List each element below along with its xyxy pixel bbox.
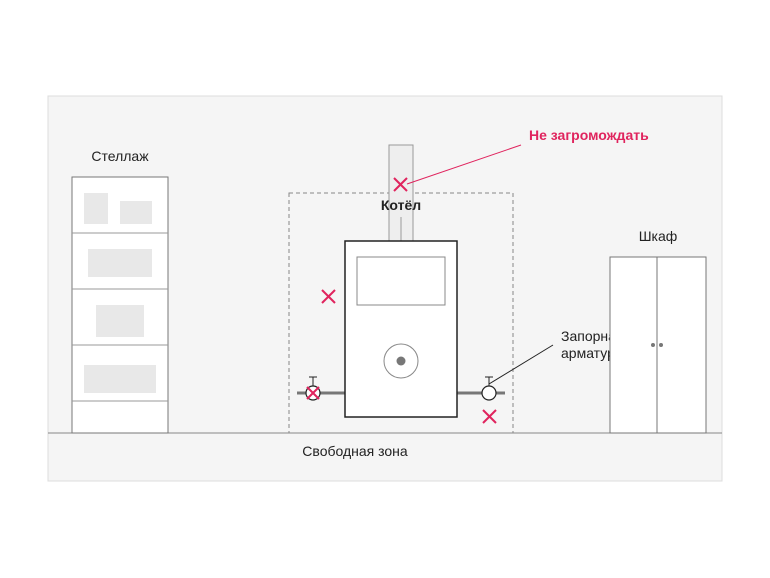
boiler-display xyxy=(356,256,446,306)
cross-icon xyxy=(482,409,497,424)
cabinet-label: Шкаф xyxy=(639,228,678,244)
cross-icon xyxy=(393,177,408,192)
warning-label: Не загромождать xyxy=(529,127,649,143)
shelf-box xyxy=(120,201,152,224)
valves-leader-line xyxy=(488,344,554,385)
shelf-box xyxy=(88,249,152,277)
free-zone-label: Свободная зона xyxy=(302,443,408,459)
shelf xyxy=(71,176,169,434)
cross-icon xyxy=(321,289,336,304)
cabinet xyxy=(609,256,707,434)
shelf-box xyxy=(84,193,108,224)
cabinet-handle xyxy=(659,343,663,347)
flue-pipe xyxy=(388,144,414,242)
cross-icon xyxy=(306,386,320,400)
valves-label-line1: Запорная xyxy=(561,328,624,344)
shelf-label: Стеллаж xyxy=(91,148,149,164)
shelf-box xyxy=(84,365,156,393)
boiler xyxy=(344,240,458,418)
valve-icon xyxy=(481,376,497,401)
boiler-label: Котёл xyxy=(381,197,421,213)
cabinet-handle xyxy=(651,343,655,347)
valves-label-line2: арматура xyxy=(561,345,623,361)
warning-leader-line xyxy=(406,144,522,185)
shelf-box xyxy=(96,305,144,337)
